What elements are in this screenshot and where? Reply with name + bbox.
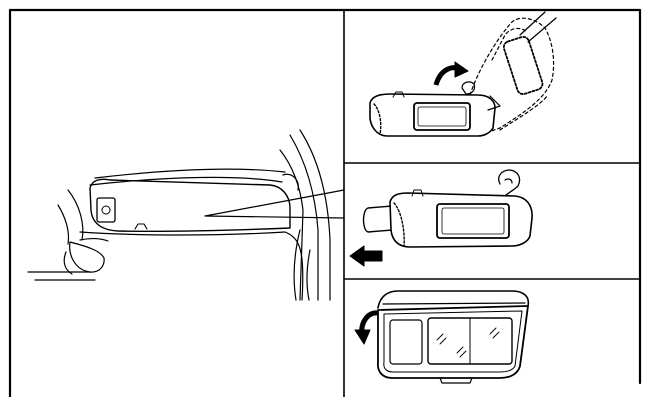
mirror-tray: [378, 306, 528, 378]
step-2-panel: [350, 170, 532, 266]
left-arrow-icon: [350, 246, 382, 266]
callout-lines: [205, 190, 344, 218]
visor-extension: [364, 206, 393, 232]
overview-mirror: [97, 198, 115, 222]
rearview-mirror: [70, 242, 104, 272]
step-3-panel: [355, 291, 528, 383]
curved-arrow-icon: [436, 62, 468, 85]
mirror-cover: [378, 291, 528, 308]
step-1-panel: [370, 12, 556, 136]
figure-frame: [10, 10, 640, 397]
a-pillar: [280, 150, 303, 300]
curved-arrow-icon-2: [355, 313, 378, 344]
overview-panel: [28, 130, 344, 300]
hinge-hook: [499, 170, 520, 196]
